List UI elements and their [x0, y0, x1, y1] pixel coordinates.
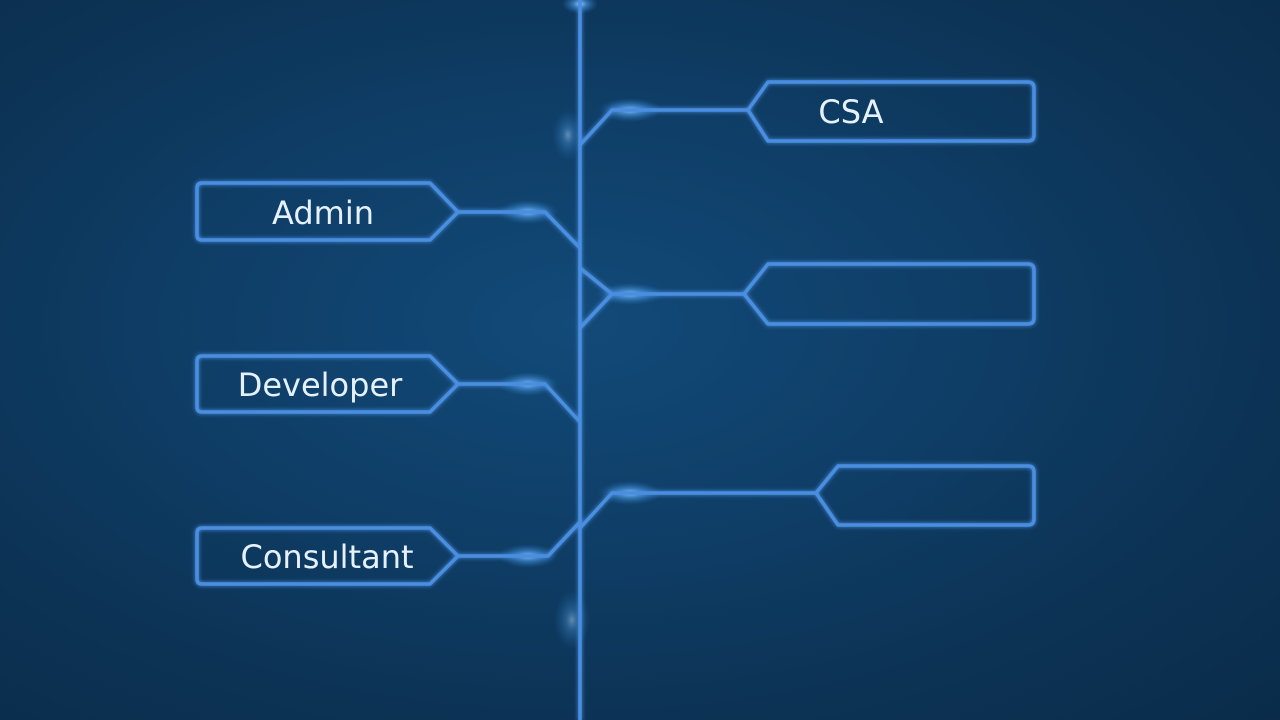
node-label-consultant: Consultant — [240, 538, 413, 576]
glow-spot — [554, 590, 590, 650]
node-box-csa[interactable] — [746, 80, 1036, 143]
glow-spot — [552, 109, 584, 161]
connector-right-2b — [578, 292, 614, 330]
node-box-consultant[interactable] — [195, 526, 460, 586]
node-label-admin: Admin — [272, 194, 374, 232]
connector-consultant — [456, 520, 582, 558]
connector-developer — [456, 382, 582, 424]
node-box-right-3[interactable] — [814, 464, 1036, 527]
node-box-developer[interactable] — [195, 354, 460, 414]
node-box-admin[interactable] — [195, 181, 460, 242]
node-label-developer: Developer — [238, 366, 403, 404]
node-label-csa: CSA — [818, 93, 883, 131]
connector-right-3 — [578, 491, 818, 530]
connector-csa — [578, 108, 750, 147]
node-box-right-2[interactable] — [742, 262, 1036, 326]
connector-right-2 — [578, 266, 746, 296]
connector-admin — [456, 210, 582, 250]
